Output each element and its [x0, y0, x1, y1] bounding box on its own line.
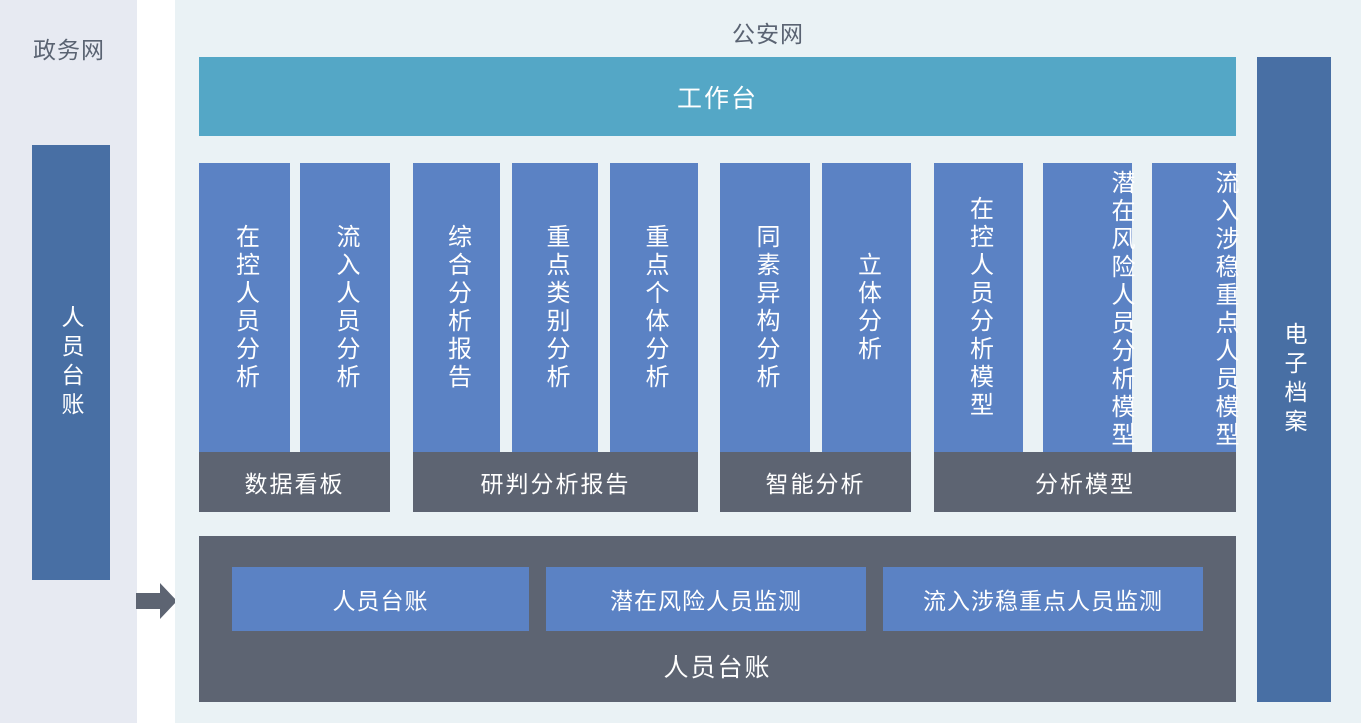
module-card-liuru-shewen-zhongdian-renyuan-moxing[interactable]: 流入涉稳重点人员模型: [1152, 163, 1238, 453]
module-card-label: 流入人员分析: [332, 224, 359, 392]
module-card-liuru-renyuan-fenxi[interactable]: 流入人员分析: [300, 163, 390, 453]
module-card-tongsu-yigou-fenxi[interactable]: 同素异构分析: [720, 163, 810, 453]
module-column-list: 综合分析报告 重点类别分析 重点个体分析: [413, 163, 698, 453]
electronic-archive-label: 电子档案: [1281, 321, 1307, 438]
module-column-list: 同素异构分析 立体分析: [720, 163, 911, 453]
police-network-title: 公安网: [732, 21, 804, 47]
module-card-zhongdian-geti-fenxi[interactable]: 重点个体分析: [610, 163, 698, 453]
module-card-label: 流入涉稳重点人员模型: [1211, 170, 1238, 450]
module-group-footer-label: 智能分析: [765, 471, 866, 497]
personnel-ledger-section: 人员台账 潜在风险人员监测 流入涉稳重点人员监测 人员台账: [199, 536, 1236, 702]
module-group-footer[interactable]: 分析模型: [934, 452, 1236, 512]
module-card-label: 在控人员分析模型: [965, 196, 993, 420]
ledger-box-label: 流入涉稳重点人员监测: [923, 588, 1163, 614]
module-group-footer[interactable]: 研判分析报告: [413, 452, 698, 512]
right-arrow-icon: [136, 582, 178, 620]
ledger-box-renyuan-taizhang[interactable]: 人员台账: [232, 567, 529, 631]
module-card-label: 综合分析报告: [443, 224, 471, 392]
gov-network-title: 政务网: [33, 37, 105, 63]
ledger-box-label: 人员台账: [332, 588, 429, 614]
personnel-ledger-caption: 人员台账: [663, 654, 772, 682]
personnel-ledger-box-list: 人员台账 潜在风险人员监测 流入涉稳重点人员监测: [232, 567, 1203, 631]
module-card-zaikong-renyuan-fenxi[interactable]: 在控人员分析: [199, 163, 290, 453]
workbench-bar[interactable]: 工作台: [199, 57, 1236, 136]
module-card-qianzai-fengxian-renyuan-fenxi-moxing[interactable]: 潜在风险人员分析模型: [1043, 163, 1134, 453]
gov-personnel-ledger-label: 人员台账: [58, 304, 84, 421]
module-card-label: 在控人员分析: [231, 224, 259, 392]
module-group-footer-label: 分析模型: [1035, 471, 1135, 497]
gov-personnel-ledger-bar[interactable]: 人员台账: [32, 145, 110, 580]
ledger-box-qianzai-fengxian-renyuan-jiance[interactable]: 潜在风险人员监测: [546, 567, 866, 631]
electronic-archive-bar[interactable]: 电子档案: [1257, 57, 1331, 702]
module-card-label: 重点类别分析: [542, 224, 569, 392]
module-column-list: 在控人员分析 流入人员分析: [199, 163, 390, 453]
module-card-label: 立体分析: [853, 252, 881, 364]
module-card-label: 同素异构分析: [752, 224, 779, 392]
module-card-zhongdian-leibie-fenxi[interactable]: 重点类别分析: [512, 163, 598, 453]
workbench-label: 工作台: [676, 84, 758, 113]
module-card-liti-fenxi[interactable]: 立体分析: [822, 163, 911, 453]
module-group-footer[interactable]: 数据看板: [199, 452, 390, 512]
module-column-list: 在控人员分析模型 潜在风险人员分析模型 流入涉稳重点人员模型: [934, 163, 1238, 453]
module-card-zonghe-fenxi-baogao[interactable]: 综合分析报告: [413, 163, 500, 453]
ledger-box-label: 潜在风险人员监测: [610, 588, 802, 614]
ledger-box-liuru-shewen-zhongdian-renyuan-jiance[interactable]: 流入涉稳重点人员监测: [883, 567, 1203, 631]
module-card-zaikong-renyuan-fenxi-moxing[interactable]: 在控人员分析模型: [934, 163, 1023, 453]
module-card-label: 潜在风险人员分析模型: [1107, 170, 1134, 450]
module-group-footer-label: 研判分析报告: [480, 471, 631, 497]
module-card-label: 重点个体分析: [641, 224, 668, 392]
module-group-footer-label: 数据看板: [244, 471, 345, 497]
module-group-footer[interactable]: 智能分析: [720, 452, 911, 512]
